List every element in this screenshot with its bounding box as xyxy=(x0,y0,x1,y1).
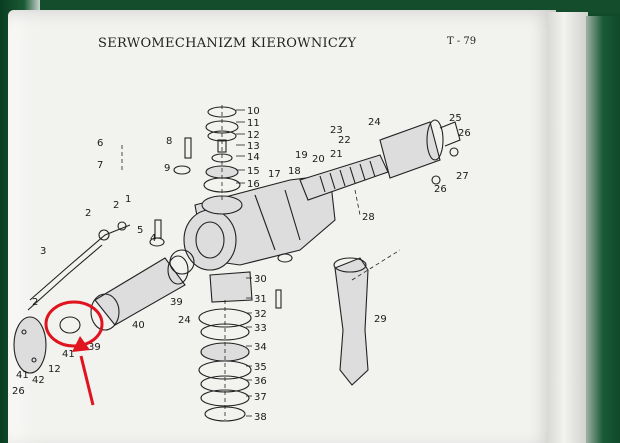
label-34: 34 xyxy=(254,342,267,353)
highlight-arrow-head xyxy=(72,336,90,352)
label-30: 30 xyxy=(254,274,267,285)
label-33: 33 xyxy=(254,323,267,334)
label-24b: 24 xyxy=(178,315,191,326)
label-37: 37 xyxy=(254,392,267,403)
page-title: SERWOMECHANIZM KIEROWNICZY xyxy=(98,36,357,51)
pitman-arm xyxy=(333,249,401,386)
label-14: 14 xyxy=(247,152,260,163)
label-32: 32 xyxy=(254,309,267,320)
part-labels: 10 11 12 13 14 15 16 17 18 19 20 21 22 2… xyxy=(12,106,471,423)
sector-shaft-stack xyxy=(198,253,293,422)
label-29: 29 xyxy=(374,314,387,325)
scan-background-right xyxy=(586,16,620,443)
label-41b: 41 xyxy=(16,370,29,381)
page-curl xyxy=(548,12,588,443)
label-20: 20 xyxy=(312,154,325,165)
highlight-circle xyxy=(44,300,104,348)
label-11: 11 xyxy=(247,118,260,129)
label-23: 23 xyxy=(330,125,343,136)
top-bearing-stack xyxy=(203,105,241,200)
label-24: 24 xyxy=(368,117,381,128)
label-36: 36 xyxy=(254,376,267,387)
steering-gear-housing xyxy=(183,174,336,271)
label-39b: 39 xyxy=(88,342,101,353)
label-28: 28 xyxy=(362,212,375,223)
label-25: 25 xyxy=(449,113,462,124)
label-10: 10 xyxy=(247,106,260,117)
label-35: 35 xyxy=(254,362,267,373)
label-12b: 12 xyxy=(48,364,61,375)
label-4: 4 xyxy=(150,233,156,244)
label-40: 40 xyxy=(132,320,145,331)
label-26a: 26 xyxy=(458,128,471,139)
label-2b: 2 xyxy=(85,208,91,219)
label-19: 19 xyxy=(295,150,308,161)
label-3: 3 xyxy=(40,246,46,257)
label-2a: 2 xyxy=(113,200,119,211)
label-42: 42 xyxy=(32,375,45,386)
label-27: 27 xyxy=(456,171,469,182)
label-13: 13 xyxy=(247,141,260,152)
red-annotation xyxy=(44,300,104,406)
piston-cylinder xyxy=(90,249,195,331)
label-2c: 2 xyxy=(32,297,38,308)
label-31: 31 xyxy=(254,294,267,305)
label-12: 12 xyxy=(247,130,260,141)
label-8: 8 xyxy=(166,136,172,147)
highlight-arrow-shaft xyxy=(79,355,95,406)
page-code: T - 79 xyxy=(447,36,477,47)
left-linkage xyxy=(27,137,192,311)
label-39a: 39 xyxy=(170,297,183,308)
label-16: 16 xyxy=(247,179,260,190)
label-26b: 26 xyxy=(434,184,447,195)
label-1: 1 xyxy=(125,194,131,205)
label-22: 22 xyxy=(338,135,351,146)
label-21: 21 xyxy=(330,149,343,160)
label-7: 7 xyxy=(97,160,103,171)
label-9: 9 xyxy=(164,163,170,174)
label-38: 38 xyxy=(254,412,267,423)
label-15: 15 xyxy=(247,166,260,177)
label-6: 6 xyxy=(97,138,103,149)
label-41: 41 xyxy=(62,349,75,360)
label-5: 5 xyxy=(137,225,143,236)
leader-lines xyxy=(236,109,252,417)
label-17: 17 xyxy=(268,169,281,180)
label-18: 18 xyxy=(288,166,301,177)
label-26c: 26 xyxy=(12,386,25,397)
worm-shaft-assembly xyxy=(299,119,461,216)
end-cap xyxy=(13,316,81,374)
